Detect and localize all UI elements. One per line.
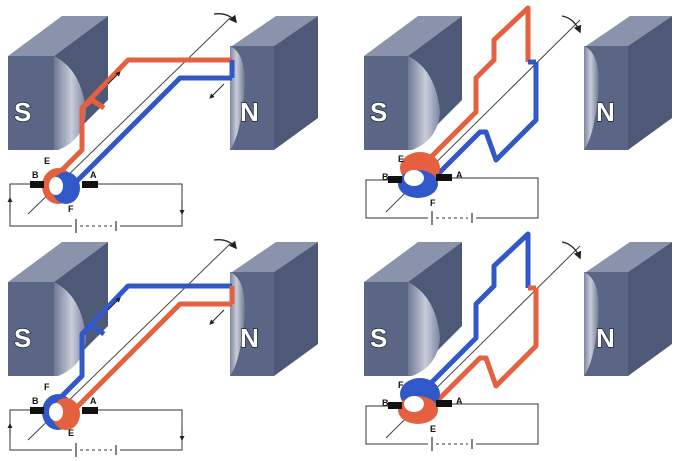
brush-label-b: B [382, 172, 389, 182]
ring-label-f: F [44, 382, 50, 392]
south-magnet: S [364, 242, 462, 376]
brush-label-a: A [456, 170, 463, 180]
brush-right [82, 407, 98, 414]
brush-label-a: A [90, 170, 97, 180]
north-pole-label: N [596, 97, 615, 127]
current-arrow [209, 83, 225, 99]
south-magnet: S [8, 242, 108, 376]
external-circuit [9, 183, 183, 227]
coil-side-blue [426, 231, 531, 388]
brush-label-a: A [90, 396, 97, 406]
north-pole-label: N [596, 323, 615, 353]
south-pole-label: S [14, 323, 31, 353]
panel-top-right: S N B A E F [364, 5, 672, 225]
brush-label-b: B [32, 396, 39, 406]
brush-right [82, 181, 98, 188]
commutator-hole [49, 403, 63, 421]
south-magnet: S [8, 16, 108, 150]
external-circuit [9, 409, 183, 451]
north-magnet: N [230, 242, 318, 376]
ring-label-f: F [398, 380, 404, 390]
panel-bottom-right: S N B A F E [364, 231, 672, 451]
ring-label-e: E [68, 428, 74, 438]
south-pole-label: S [14, 97, 31, 127]
coil-side-blue [434, 62, 539, 178]
rotation-arrow [213, 13, 237, 24]
brush-left [30, 181, 44, 188]
ring-label-f: F [430, 198, 436, 208]
ring-label-f: F [68, 204, 74, 214]
current-arrow [107, 297, 121, 311]
commutator-hole [404, 170, 424, 186]
external-circuit [365, 177, 539, 219]
ring-label-e: E [398, 154, 404, 164]
north-magnet: N [584, 242, 672, 376]
south-pole-label: S [370, 323, 387, 353]
south-magnet: S [364, 16, 462, 150]
brush-label-a: A [456, 396, 463, 406]
rotation-arrow [561, 15, 582, 34]
brush-left [388, 402, 402, 409]
rotation-arrow [213, 239, 237, 250]
brush-label-b: B [32, 170, 39, 180]
current-arrow [209, 309, 225, 325]
panel-top-left: S N B A E F [7, 13, 318, 233]
brush-label-b: B [382, 398, 389, 408]
external-circuit [365, 403, 539, 445]
coil-side-red [426, 5, 531, 162]
coil-bend-blue [80, 323, 106, 337]
ring-label-e: E [430, 424, 436, 434]
north-pole-label: N [240, 97, 259, 127]
north-pole-label: N [240, 323, 259, 353]
brush-right [436, 174, 452, 181]
south-pole-label: S [370, 97, 387, 127]
commutator-hole [404, 396, 424, 412]
brush-left [30, 407, 44, 414]
commutator-hole [49, 177, 63, 195]
north-magnet: N [584, 16, 672, 150]
brush-right [436, 400, 452, 407]
coil-side-red [434, 288, 539, 404]
coil-side-red [70, 301, 232, 414]
brush-left [388, 176, 402, 183]
panel-bottom-left: S N B A F E [7, 239, 318, 457]
current-arrow [107, 71, 121, 85]
coil-side-blue [70, 75, 232, 188]
ring-label-e: E [44, 156, 50, 166]
coil-bend-red [80, 97, 106, 111]
north-magnet: N [230, 16, 318, 150]
rotation-arrow [561, 241, 582, 260]
